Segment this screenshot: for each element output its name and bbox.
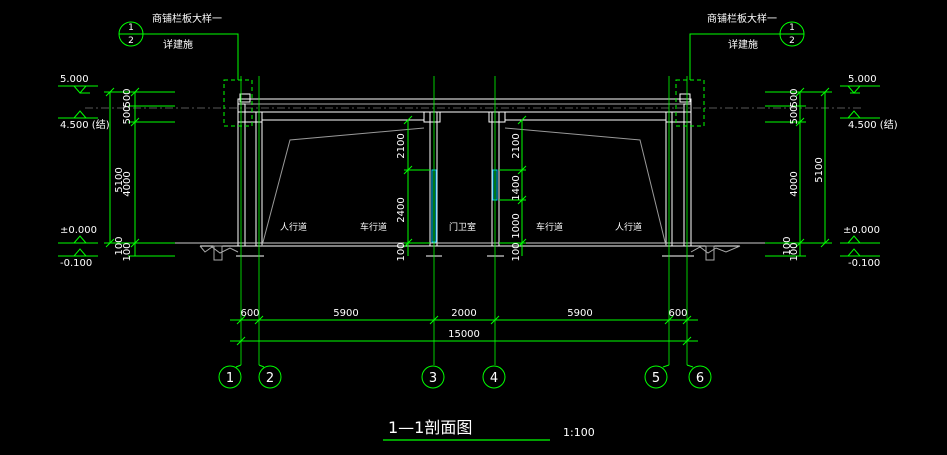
callout-right-line2: 详建施 — [728, 38, 758, 51]
vdim-right-total: 5100 — [814, 157, 825, 182]
door-left-2100: 2100 — [396, 133, 407, 158]
axis-lines — [240, 76, 688, 365]
callout-left: 1 2 商铺栏板大样一 详建施 — [118, 12, 253, 127]
beam-mid-left — [423, 111, 441, 123]
vdim-left-total: 5100 — [114, 167, 125, 192]
door-right-100: 100 — [511, 242, 522, 261]
levels-right — [840, 85, 880, 257]
vdim-right-500: 500 — [789, 88, 800, 107]
axis-4-label: 4 — [490, 371, 498, 386]
beam-mid-right — [488, 111, 506, 123]
door-dims — [403, 115, 527, 256]
drawing-scale: 1:100 — [563, 426, 595, 439]
vdim-left-500: 500 — [122, 88, 133, 107]
label-guardroom: 门卫室 — [449, 221, 476, 233]
axis-1-label: 1 — [226, 371, 234, 386]
label-lane-left: 车行道 — [360, 221, 387, 233]
callout-left-bottom: 2 — [128, 36, 134, 46]
callout-right: 1 2 商铺栏板大样一 详建施 — [675, 12, 805, 127]
door-left-2400: 2400 — [396, 197, 407, 222]
level-right-zero: ±0.000 — [843, 225, 880, 236]
door-left-100: 100 — [396, 242, 407, 261]
column-1 — [237, 103, 246, 247]
axis-bubbles — [218, 364, 712, 389]
level-left-zero: ±0.000 — [60, 225, 97, 236]
door-right-1400: 1400 — [511, 175, 522, 200]
vdim-right-4000: 4000 — [789, 171, 800, 196]
hdim-5900-right: 5900 — [567, 308, 592, 319]
level-left-beam: 4.500 (结) — [60, 118, 110, 131]
vdim-left — [104, 87, 175, 257]
level-right-beam: 4.500 (结) — [848, 118, 898, 131]
hdim-total: 15000 — [448, 329, 480, 340]
hdim-600-left: 600 — [240, 308, 259, 319]
level-left-top: 5.000 — [60, 74, 89, 85]
callout-left-line2: 详建施 — [163, 38, 193, 51]
axis-6-label: 6 — [696, 371, 704, 386]
level-right-top: 5.000 — [848, 74, 877, 85]
callout-left-line1: 商铺栏板大样一 — [152, 12, 222, 25]
level-left-below: -0.100 — [60, 258, 92, 269]
vdim-right-100b: 100 — [789, 242, 800, 261]
vdim-right-500b: 500 — [789, 105, 800, 124]
label-lane-right: 车行道 — [536, 221, 563, 233]
drawing-title: 1—1剖面图 — [388, 418, 472, 437]
vdim-right — [765, 87, 832, 257]
axis-5-label: 5 — [652, 371, 660, 386]
vdim-left-4000: 4000 — [122, 171, 133, 196]
door-right-1000: 1000 — [511, 213, 522, 238]
hdim-600-right: 600 — [668, 308, 687, 319]
callout-right-bottom: 2 — [789, 36, 795, 46]
roof-slab — [237, 98, 692, 113]
label-sidewalk-right: 人行道 — [615, 221, 642, 233]
door-right-2100: 2100 — [511, 133, 522, 158]
axis-3-label: 3 — [429, 371, 437, 386]
vdim-left-100b: 100 — [122, 242, 133, 261]
axis-2-label: 2 — [266, 371, 274, 386]
callout-right-top: 1 — [789, 23, 795, 33]
vdim-right-100: 100 — [782, 236, 793, 255]
callout-left-top: 1 — [128, 23, 134, 33]
beam-left — [237, 111, 263, 123]
vdim-left-100: 100 — [114, 236, 125, 255]
hdim — [230, 315, 698, 346]
vdim-left-500b: 500 — [122, 105, 133, 124]
label-sidewalk-left: 人行道 — [280, 221, 307, 233]
hdim-5900-left: 5900 — [333, 308, 358, 319]
hdim-2000: 2000 — [451, 308, 476, 319]
level-right-below: -0.100 — [848, 258, 880, 269]
levels-left — [58, 85, 98, 257]
structure — [175, 93, 765, 261]
callout-right-line1: 商铺栏板大样一 — [707, 12, 777, 25]
column-6 — [683, 103, 692, 247]
